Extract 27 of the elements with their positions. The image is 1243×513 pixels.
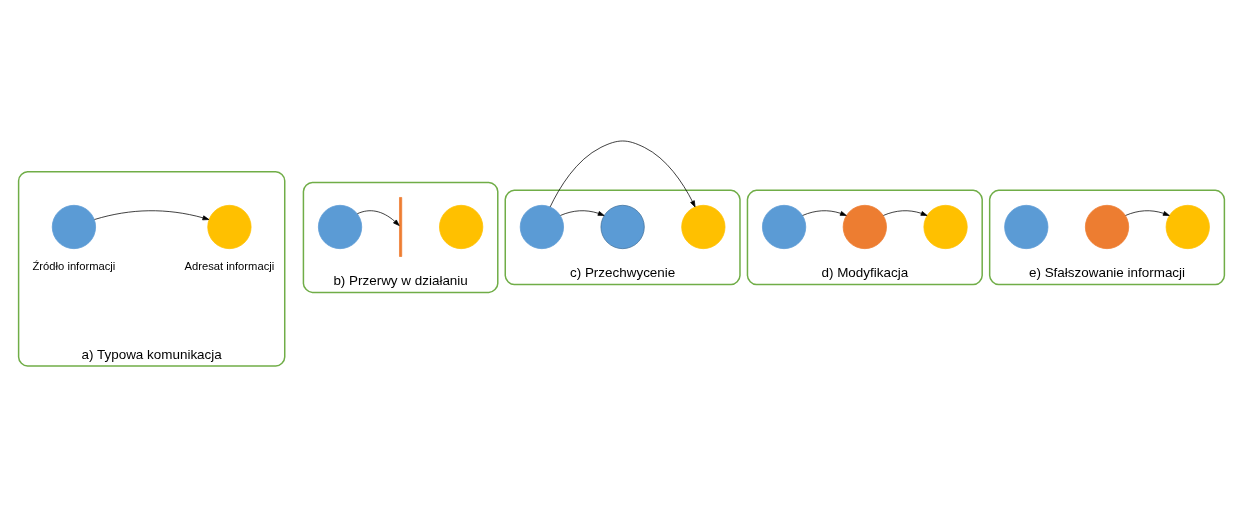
node-circle xyxy=(51,204,96,250)
node-circle xyxy=(318,204,363,250)
cluster: e) Sfałszowanie informacji xyxy=(988,189,1226,286)
arrow xyxy=(94,210,210,221)
arrow xyxy=(560,210,605,216)
cluster: c) Przechwycenie xyxy=(504,189,741,286)
node-circle xyxy=(600,204,645,250)
node-circle xyxy=(207,204,252,250)
cluster: d) Modyfikacja xyxy=(746,189,983,286)
node-circle xyxy=(842,204,887,250)
cluster: b) Przerwy w działaniu xyxy=(302,181,499,294)
arrow xyxy=(356,210,400,226)
node-circle xyxy=(762,204,807,250)
node-circle xyxy=(1165,204,1210,250)
node-circle xyxy=(681,204,726,250)
arrow xyxy=(883,210,928,216)
node-circle xyxy=(439,204,484,250)
node-circle xyxy=(1084,204,1130,250)
node-label: Źródło informacji xyxy=(32,259,116,272)
node-circle xyxy=(1004,204,1049,250)
node-circle xyxy=(519,204,564,250)
arrow xyxy=(1125,210,1170,216)
node-label: Adresat informacji xyxy=(184,259,275,272)
node-bar xyxy=(399,197,403,257)
arrow xyxy=(549,140,696,208)
arrow xyxy=(802,210,847,216)
node-circle xyxy=(923,204,968,250)
